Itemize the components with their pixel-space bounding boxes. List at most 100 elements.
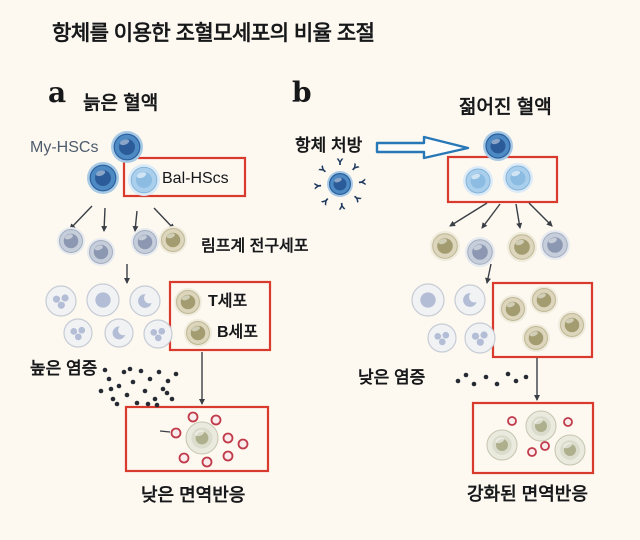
myeloid-cell-icon: [104, 318, 134, 348]
inflammation-dot: [154, 402, 160, 408]
antigen-particle-icon: [540, 441, 550, 451]
prog-olive-cell-icon: [522, 324, 550, 352]
antigen-particle-icon: [178, 452, 190, 464]
prog-blue-cell-icon: [57, 227, 85, 255]
inflammation-dot: [106, 376, 112, 382]
antibody-y-icon: Y: [348, 162, 361, 175]
inflammation-dot: [134, 400, 140, 406]
prog-olive-cell-icon: [184, 319, 212, 347]
t-cell-label: T세포: [208, 293, 248, 310]
virus-tail-line: [159, 430, 171, 433]
inflammation-dot: [455, 378, 461, 384]
inflammation-dot: [121, 369, 127, 375]
inflammation-dot: [165, 378, 171, 384]
block-arrow-icon: [375, 135, 470, 160]
inflammation-dot: [114, 401, 120, 407]
antibody-y-icon: Y: [356, 177, 367, 186]
prog-blue-cell-icon: [87, 238, 115, 266]
inflammation-dot: [160, 386, 166, 392]
inflammation-dot: [145, 401, 151, 407]
enhanced-immune-response-label: 강화된 면역반응: [467, 484, 588, 504]
inflammation-dot: [127, 366, 133, 372]
antigen-particle-icon: [507, 416, 517, 426]
bal-hscs-label: Bal-HScs: [162, 170, 229, 187]
antibody-y-icon: Y: [317, 164, 330, 177]
flow-arrow: [485, 263, 492, 284]
inflammation-dot: [110, 396, 116, 402]
inflammation-dot: [116, 383, 122, 389]
highlight-box: [168, 280, 272, 352]
inflammation-dot: [156, 369, 162, 375]
antigen-particle-icon: [563, 417, 573, 427]
flow-arrow: [481, 203, 501, 229]
prog-blue-cell-icon: [465, 237, 495, 267]
antibody-y-icon: Y: [336, 158, 344, 168]
inflammation-dot: [513, 378, 519, 384]
bal-hsc-cell-icon: [503, 163, 533, 193]
flow-arrow: [528, 202, 553, 227]
immune-cell-icon: [486, 429, 518, 461]
antigen-particle-icon: [201, 456, 213, 468]
low-immune-response-label: 낮은 면역반응: [141, 485, 246, 505]
inflammation-dot: [152, 396, 158, 402]
prog-olive-cell-icon: [558, 311, 586, 339]
my-hsc-cell-icon: [87, 162, 119, 194]
antigen-particle-icon: [170, 427, 182, 439]
inflammation-dot: [164, 390, 170, 396]
antigen-particle-icon: [222, 450, 234, 462]
lymphoid-progenitor-label: 림프계 전구세포: [201, 238, 309, 255]
bal-hsc-cell-icon: [128, 164, 160, 196]
myeloid-cell-icon: [454, 284, 486, 316]
antibody-y-icon: Y: [338, 200, 347, 211]
myeloid-cell-icon: [464, 322, 496, 354]
antibody-y-icon: Y: [314, 182, 325, 191]
panel-b-heading: 젊어진 혈액: [459, 97, 552, 118]
my-hsc-cell-icon: [111, 131, 143, 163]
high-inflammation-label: 높은 염증: [30, 359, 98, 378]
inflammation-dot: [147, 376, 153, 382]
antigen-particle-icon: [237, 438, 249, 450]
inflammation-dot: [108, 386, 114, 392]
my-hsc-cell-icon: [483, 131, 513, 161]
bal-hsc-cell-icon: [463, 166, 493, 196]
my-hscs-label: My-HSCs: [30, 139, 99, 156]
inflammation-dot: [98, 388, 104, 394]
prog-olive-cell-icon: [499, 295, 527, 323]
antibody-treatment-label: 항체 처방: [295, 136, 363, 155]
highlight-box: [471, 401, 595, 475]
inflammation-dot: [102, 367, 108, 373]
prog-olive-cell-icon: [530, 286, 558, 314]
inflammation-dot: [494, 381, 500, 387]
inflammation-dot: [483, 374, 489, 380]
prog-olive-cell-icon: [430, 231, 460, 261]
antigen-particle-icon: [222, 432, 234, 444]
low-inflammation-label: 낮은 염증: [358, 368, 426, 387]
immune-cell-icon: [554, 434, 586, 466]
prog-olive-cell-icon: [159, 226, 187, 254]
prog-blue-cell-icon: [131, 228, 159, 256]
prog-olive-cell-icon: [507, 232, 537, 262]
myeloid-cell-icon: [63, 318, 93, 348]
antibody-y-icon: Y: [350, 191, 363, 204]
figure-title: 항체를 이용한 조혈모세포의 비율 조절: [52, 22, 375, 45]
antigen-particle-icon: [210, 414, 222, 426]
antibody-y-icon: Y: [320, 194, 333, 207]
myeloid-cell-icon: [427, 323, 457, 353]
flow-arrow: [132, 210, 139, 232]
inflammation-dot: [130, 379, 136, 385]
inflammation-dot: [505, 371, 511, 377]
myeloid-cell-icon: [143, 319, 173, 349]
highlight-box: [491, 281, 594, 359]
antigen-particle-icon: [187, 411, 199, 423]
flow-arrow: [69, 205, 93, 230]
immune-cell-icon: [185, 421, 219, 455]
flow-arrow: [449, 202, 488, 227]
highlight-box: [122, 156, 247, 198]
inflammation-dot: [142, 388, 148, 394]
myeloid-cell-icon: [45, 285, 77, 317]
inflammation-dot: [138, 368, 144, 374]
inflammation-dot: [463, 372, 469, 378]
immune-cell-icon: [525, 410, 557, 442]
inflammation-dot: [124, 392, 130, 398]
